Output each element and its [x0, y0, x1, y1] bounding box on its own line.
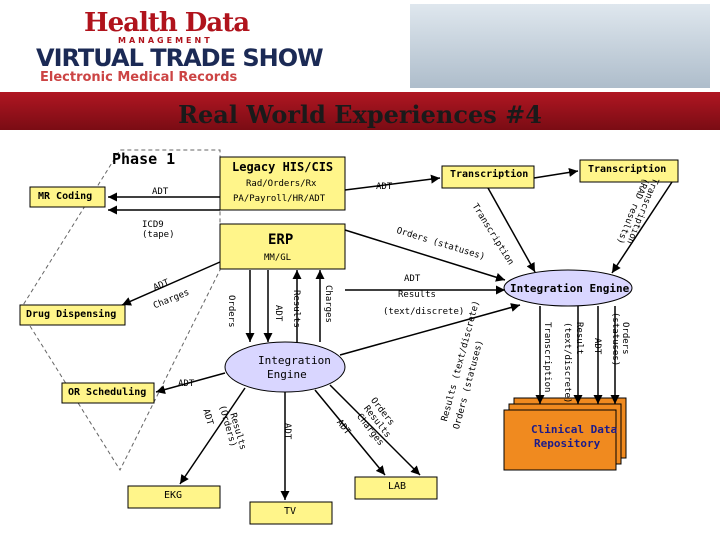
- icd9-label: ICD9: [142, 220, 164, 230]
- clinical-data-label-1: Clinical Data: [531, 423, 618, 436]
- adt-or-label: ADT: [178, 379, 195, 389]
- legacy-line-1: Rad/Orders/Rx: [246, 179, 317, 189]
- mr-coding-label: MR Coding: [38, 191, 93, 202]
- or-scheduling-label: OR Scheduling: [68, 387, 147, 398]
- diagram-arrows: [108, 167, 673, 500]
- clinical-page-front: [503, 409, 617, 471]
- erp-box: [219, 223, 346, 270]
- legacy-his-cis-title: Legacy HIS/CIS: [232, 160, 334, 174]
- results-vertical-label: Results: [291, 290, 301, 328]
- or-scheduling-box: [61, 382, 155, 404]
- tv-label: TV: [284, 506, 297, 517]
- legacy-line-2: PA/Payroll/HR/ADT: [233, 194, 326, 204]
- text-discrete-vertical-label: (text/discrete): [562, 322, 572, 404]
- clinical-data-label-2: Repository: [534, 437, 601, 450]
- transcription-box-2: [579, 159, 679, 183]
- orders-vertical-label: Orders: [226, 295, 236, 328]
- text-discrete-label: (text/discrete): [383, 307, 465, 317]
- phase-diamond: [19, 149, 221, 472]
- lab-label: LAB: [388, 481, 407, 492]
- brand-logo-line2: MANAGEMENT: [118, 36, 213, 45]
- tv-box: [249, 501, 333, 525]
- adt-vertical-label-2: ADT: [592, 338, 602, 355]
- slide-title: Real World Experiences #4: [178, 100, 542, 129]
- statuses-vertical-label-2: (statuses): [610, 312, 620, 367]
- lab-box: [354, 476, 438, 500]
- mr-coding-box: [29, 186, 106, 208]
- transcription-vertical-label: Transcription: [542, 322, 552, 393]
- ekg-box: [127, 485, 221, 509]
- header-subtitle: Electronic Medical Records: [40, 70, 238, 85]
- transcription-1-label: Transcription: [450, 169, 529, 180]
- title-banner: [0, 92, 720, 130]
- erp-title: ERP: [268, 232, 294, 248]
- adt-mr-label: ADT: [152, 187, 169, 197]
- adt-transcription-label: ADT: [376, 182, 393, 192]
- drug-dispensing-label: Drug Dispensing: [26, 309, 117, 320]
- brand-logo-line1: Health Data: [84, 8, 250, 38]
- result-vertical-label: Result: [574, 322, 584, 355]
- phase-label: Phase 1: [112, 150, 176, 168]
- tape-label: (tape): [142, 230, 175, 240]
- integration-engine-center-label-1: Integration: [258, 354, 331, 367]
- erp-sub: MM/GL: [264, 253, 292, 263]
- charges-vertical-label: Charges: [323, 285, 333, 323]
- header: Health Data MANAGEMENT VIRTUAL TRADE SHO…: [0, 0, 720, 92]
- legacy-his-cis-box: [219, 156, 346, 211]
- header-photo: [410, 4, 710, 88]
- integration-engine-center-label-2: Engine: [267, 368, 307, 381]
- adt-tv-label: ADT: [282, 423, 292, 440]
- orders-vertical-label-2: Orders: [620, 322, 630, 355]
- transcription-2-label: Transcription: [588, 164, 667, 175]
- integration-engine-top-label: Integration Engine: [510, 282, 630, 295]
- integration-engine-center-ellipse: [224, 341, 346, 393]
- adt-vertical-label: ADT: [273, 305, 283, 322]
- ekg-label: EKG: [164, 490, 183, 501]
- brand-logo-line3: VIRTUAL TRADE SHOW: [36, 44, 324, 72]
- drug-dispensing-box: [19, 304, 126, 326]
- adt-ie-label: ADT: [404, 274, 421, 284]
- results-ie-label: Results: [398, 290, 436, 300]
